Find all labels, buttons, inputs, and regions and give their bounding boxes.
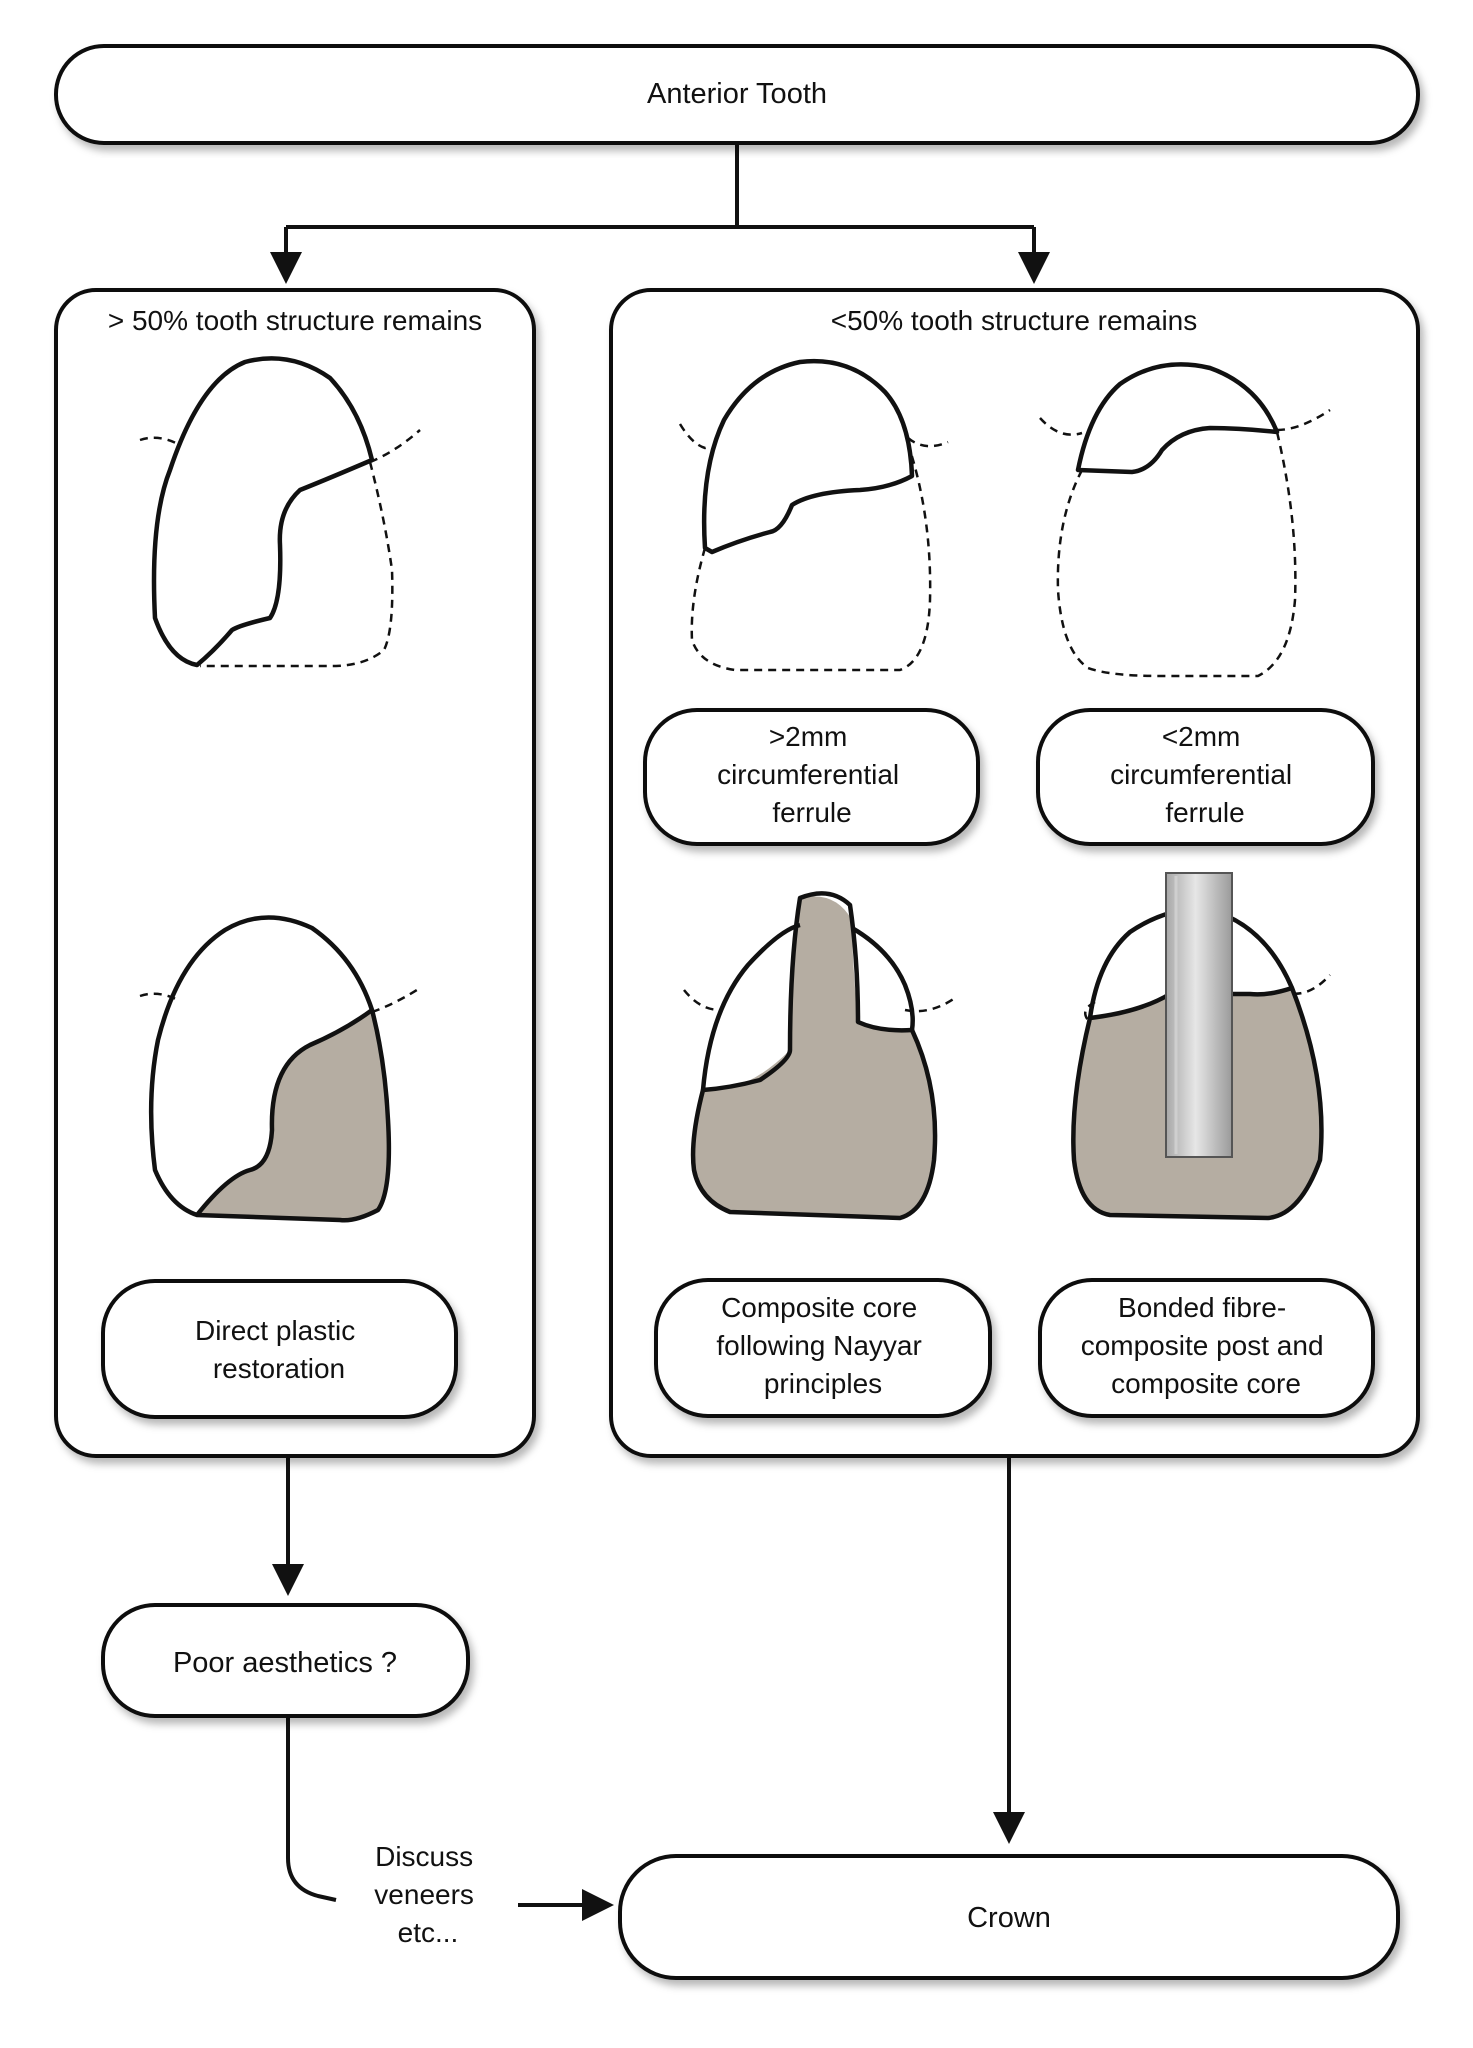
crown-node: Crown xyxy=(618,1854,1400,1980)
tooth-ferrule-less-icon xyxy=(1039,362,1331,678)
composite-core-box xyxy=(654,1278,992,1418)
poor-aesthetics-node: Poor aesthetics ? xyxy=(101,1603,470,1718)
fibre-post-node: Bonded fibre- composite post and composi… xyxy=(1038,1278,1375,1418)
fibre-post-line-2: composite post and xyxy=(1081,1330,1324,1361)
right-panel-title: <50% tooth structure remains xyxy=(831,305,1198,336)
ferrule-less-node: <2mm circumferential ferrule xyxy=(1036,708,1375,846)
discuss-line-3: etc... xyxy=(398,1917,459,1948)
fibre-post-line-1: Bonded fibre- xyxy=(1118,1292,1286,1323)
ferrule-more-label: >2mm circumferential ferrule xyxy=(717,721,907,828)
composite-core-line-3: principles xyxy=(764,1368,882,1399)
crown-label: Crown xyxy=(967,1902,1051,1934)
left-panel: > 50% tooth structure remains Direct pla… xyxy=(54,288,536,1458)
ferrule-more-line-1: >2mm xyxy=(769,721,848,752)
ferrule-more-box xyxy=(643,708,980,846)
ferrule-more-node: >2mm circumferential ferrule xyxy=(643,708,980,846)
tooth-composite-core-icon xyxy=(683,891,956,1221)
ferrule-less-box xyxy=(1036,708,1375,846)
anterior-tooth-label: Anterior Tooth xyxy=(647,78,827,110)
ferrule-less-line-1: <2mm xyxy=(1162,721,1241,752)
composite-core-line-2: following Nayyar xyxy=(716,1330,921,1361)
direct-plastic-node: Direct plastic restoration xyxy=(101,1279,458,1419)
connectors xyxy=(270,145,1050,1921)
tooth-direct-restoration-icon xyxy=(139,915,421,1223)
direct-plastic-box xyxy=(101,1279,458,1419)
ferrule-more-line-2: circumferential xyxy=(717,759,899,790)
direct-plastic-line-1: Direct plastic xyxy=(195,1315,355,1346)
composite-core-label: Composite core following Nayyar principl… xyxy=(716,1292,929,1399)
ferrule-less-line-2: circumferential xyxy=(1110,759,1292,790)
ferrule-more-line-3: ferrule xyxy=(772,797,851,828)
composite-core-node: Composite core following Nayyar principl… xyxy=(654,1278,992,1418)
crown-box xyxy=(618,1854,1400,1980)
ferrule-less-line-3: ferrule xyxy=(1165,797,1244,828)
left-panel-title: > 50% tooth structure remains xyxy=(108,305,482,336)
connector-poor-aesthetics-down xyxy=(286,1716,337,1902)
tooth-fibre-post-icon xyxy=(1071,872,1331,1221)
composite-core-line-1: Composite core xyxy=(721,1292,917,1323)
tooth-ferrule-more-icon xyxy=(678,358,949,672)
fibre-post-label: Bonded fibre- composite post and composi… xyxy=(1081,1292,1332,1399)
anterior-tooth-box xyxy=(54,44,1420,145)
fibre-post-box xyxy=(1038,1278,1375,1418)
direct-plastic-line-2: restoration xyxy=(213,1353,345,1384)
right-panel: <50% tooth structure remains >2mm circum… xyxy=(609,288,1420,1458)
discuss-veneers-label: Discuss veneers etc... xyxy=(374,1841,481,1948)
direct-plastic-label: Direct plastic restoration xyxy=(195,1315,363,1384)
poor-aesthetics-label: Poor aesthetics ? xyxy=(173,1647,397,1679)
tooth-large-remaining-icon xyxy=(139,356,421,668)
ferrule-less-label: <2mm circumferential ferrule xyxy=(1110,721,1300,828)
discuss-line-1: Discuss xyxy=(375,1841,473,1872)
poor-aesthetics-box xyxy=(101,1603,470,1718)
fibre-post-line-3: composite core xyxy=(1111,1368,1301,1399)
discuss-line-2: veneers xyxy=(374,1879,474,1910)
anterior-tooth-node: Anterior Tooth xyxy=(54,44,1420,145)
